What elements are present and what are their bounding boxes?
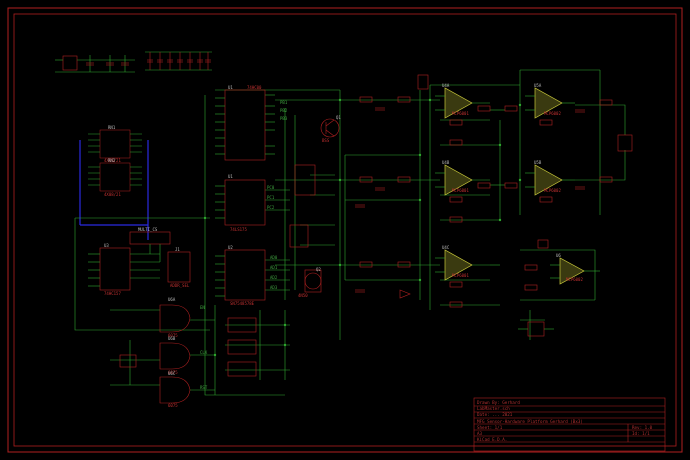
transistor-q1 — [289, 118, 340, 293]
gate3-value: 6075 — [168, 403, 178, 408]
q2-value: 4N50 — [298, 293, 308, 298]
ic-u2-sn7548578e — [215, 249, 266, 301]
title-block-rev: Rev: 1.0 — [632, 425, 653, 430]
u5b-value: MCP6002 — [544, 188, 561, 193]
u5a-ref: U5A — [534, 83, 542, 88]
net-label-rst: RST — [200, 385, 208, 390]
u2-value: SN7548578E — [230, 301, 255, 306]
net-label-en: EN — [200, 305, 205, 310]
u1-top-ref: U1 — [228, 85, 233, 90]
title-block-id: Id: 1/1 — [632, 431, 650, 436]
rn1-value: 4X08/21 — [104, 158, 121, 163]
u4a-value: MCP6001 — [452, 111, 469, 116]
multi-cs-ref: MULTI_CS — [138, 227, 158, 232]
net-label-pc1: PC1 — [267, 195, 275, 200]
u3-ref: U3 — [104, 243, 109, 248]
net-label-pb3: PB3 — [280, 116, 288, 121]
gate3-ref: U6C — [168, 371, 176, 376]
gate1-value: 6075 — [168, 333, 178, 338]
ic-u1-74hc00 — [215, 89, 275, 161]
net-label-clk: CLK — [200, 350, 208, 355]
net-label-pb2: PB2 — [280, 108, 288, 113]
resistor-network-area — [79, 129, 149, 240]
q1-ref: Q1 — [336, 115, 341, 120]
title-block-date: Date: ... 2021 — [477, 412, 513, 417]
net-label-ad2: AD2 — [270, 275, 278, 280]
ic-u1-74ls175 — [215, 179, 266, 226]
u5b-ref: U5B — [534, 160, 542, 165]
u2-ref: U2 — [228, 245, 233, 250]
q1-value: BSS — [322, 138, 330, 143]
decoupling-caps-row — [145, 51, 212, 71]
net-label-ad3: AD3 — [270, 285, 278, 290]
gate2-value: 6075 — [168, 370, 178, 375]
u4c-value: MCP6001 — [452, 273, 469, 278]
rn2-value: 4X08/21 — [104, 192, 121, 197]
opamp-stage — [444, 87, 585, 285]
junctions — [203, 98, 522, 357]
title-block-file: LabMaster.sch — [477, 406, 510, 411]
u1-mid-value: 74LS175 — [230, 227, 247, 232]
title-block-frame — [473, 397, 666, 452]
u4b-value: MCP6001 — [452, 188, 469, 193]
u4c-ref: U4C — [442, 245, 450, 250]
title-block-company: KiCad E.D.A. — [477, 437, 508, 442]
potentiometer-rv1 — [518, 321, 554, 337]
u1-top-value: 74HC00 — [247, 85, 262, 90]
u4a-ref: U4A — [442, 83, 450, 88]
u5a-value: MCP6002 — [544, 111, 561, 116]
net-label-pc2: PC2 — [267, 205, 275, 210]
j1-value: ADDR_SEL — [170, 283, 190, 288]
title-block-size: A3 — [477, 431, 483, 436]
u4b-ref: U4B — [442, 160, 450, 165]
multi-cs-connector — [129, 231, 191, 283]
gate2-ref: U6B — [168, 336, 176, 341]
logic-gates — [119, 304, 257, 404]
u6-ref: U6 — [556, 253, 561, 258]
rn1-ref: RN1 — [108, 125, 116, 130]
wiring-net — [74, 69, 626, 396]
opamp-pins — [435, 95, 600, 279]
title-block-drawn-by: Drawn By: Gerhard — [477, 400, 520, 405]
net-label-pc0: PC0 — [267, 185, 275, 190]
j1-ref: J1 — [175, 247, 180, 252]
gate1-ref: U6A — [168, 297, 176, 302]
net-label-ad1: AD1 — [270, 265, 278, 270]
q2-ref: Q2 — [316, 267, 321, 272]
title-block-sheet: Sheet: 1/1 — [477, 425, 503, 430]
sheet-inner-border — [13, 13, 677, 447]
power-regulator-section — [55, 55, 135, 73]
net-label-pb1: PB1 — [280, 100, 288, 105]
u3-value: 74HC157 — [104, 291, 121, 296]
sheet-outer-border — [7, 7, 683, 453]
title-block-title: MFG Sensor-Hardware Platform Gerhard (Bx… — [477, 419, 583, 424]
rn2-ref: RN2 — [108, 158, 116, 163]
u1-mid-ref: U1 — [228, 174, 233, 179]
analog-passives — [355, 74, 633, 308]
ic-u3-74hc157 — [88, 247, 160, 291]
net-label-ad0: AD0 — [270, 255, 278, 260]
u6-value: MCP6002 — [566, 277, 583, 282]
